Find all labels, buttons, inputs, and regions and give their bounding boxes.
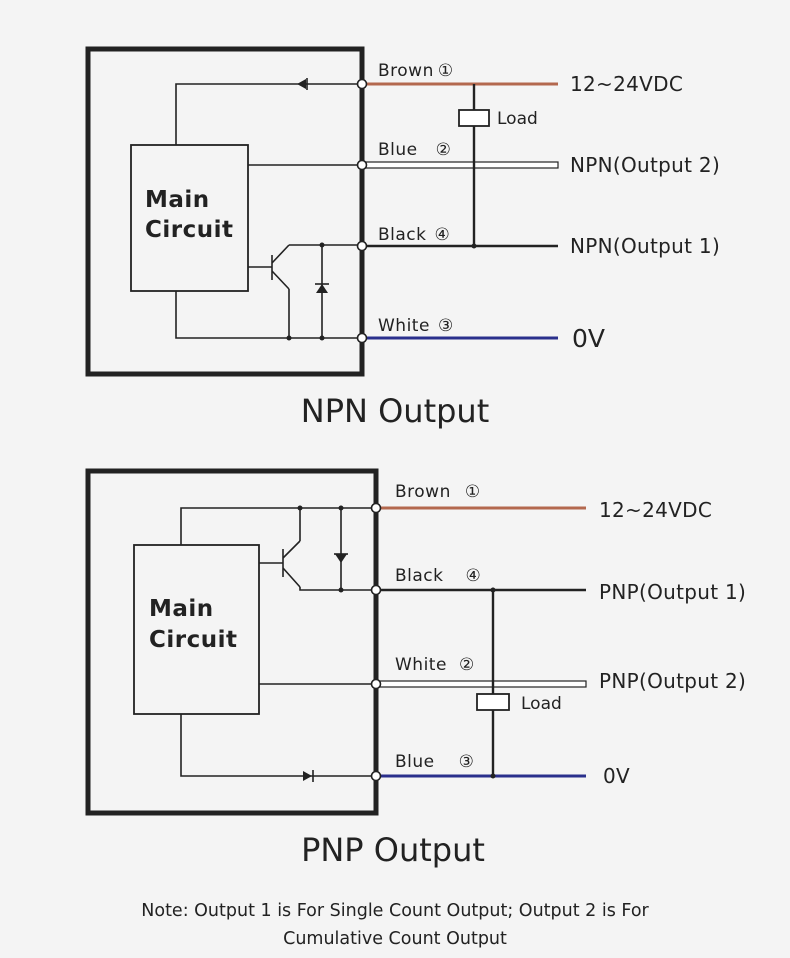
npn-title: NPN Output: [301, 392, 490, 430]
npn-blue-wire: [361, 161, 559, 169]
npn-internal-circuit: [175, 78, 360, 339]
footnote-line-1: Note: Output 1 is For Single Count Outpu…: [141, 901, 649, 921]
pnp-main-label-1: Main: [149, 596, 214, 622]
npn-output-2: NPN(Output 2): [570, 153, 720, 177]
npn-diagram: Main Circuit: [85, 46, 720, 430]
pnp-white-wire: [375, 680, 587, 688]
pnp-load-label: Load: [521, 694, 562, 714]
footnote-line-2: Cumulative Count Output: [283, 929, 507, 949]
pnp-output-2: PNP(Output 2): [599, 669, 746, 693]
pnp-diagram: Main Circuit: [85, 468, 746, 869]
npn-output-0v: 0V: [572, 324, 605, 353]
pnp-output-1: PNP(Output 1): [599, 580, 746, 604]
pnp-output-0v: 0V: [603, 764, 630, 788]
pnp-internal-circuit: [180, 507, 375, 782]
pnp-title: PNP Output: [301, 831, 485, 869]
pnp-sensor-housing: [85, 468, 379, 816]
npn-output-vdc: 12~24VDC: [570, 72, 683, 96]
pnp-main-label-2: Circuit: [149, 627, 238, 653]
footnote: Note: Output 1 is For Single Count Outpu…: [0, 897, 790, 953]
pnp-output-vdc: 12~24VDC: [599, 498, 712, 522]
pnp-terminals: [370, 502, 382, 782]
npn-sensor-housing: [85, 46, 365, 377]
npn-load-label: Load: [497, 109, 538, 129]
npn-terminals: [356, 78, 368, 344]
npn-main-label-1: Main: [145, 187, 210, 213]
npn-main-circuit-box: [130, 144, 249, 292]
npn-output-1: NPN(Output 1): [570, 234, 720, 258]
pnp-load-box: [476, 693, 510, 711]
pnp-main-circuit-box: [133, 544, 260, 715]
npn-main-label-2: Circuit: [145, 217, 234, 243]
npn-load-box: [458, 109, 490, 127]
